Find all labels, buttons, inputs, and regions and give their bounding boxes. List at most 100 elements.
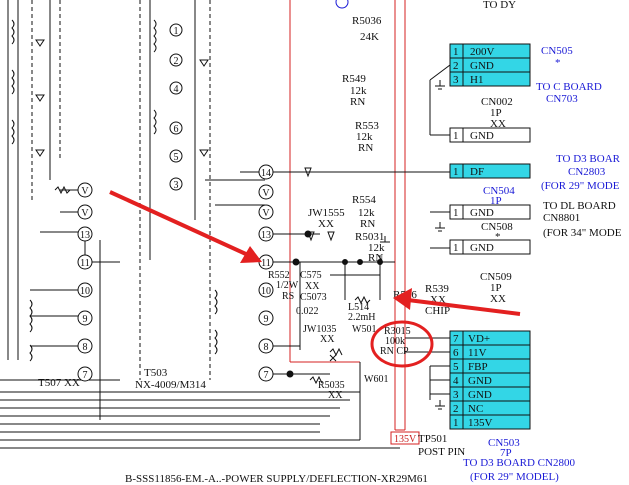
cn505-label-3: H1 [470, 74, 483, 86]
cn503-label-135v: 135V [468, 417, 493, 429]
df-model: (FOR 29" MODE [541, 180, 620, 192]
r5035-label: R5035 [318, 380, 345, 391]
r554-v2: RN [360, 218, 375, 230]
cn504-name: CN504 [483, 185, 515, 197]
cn503-model: (FOR 29" MODEL) [470, 471, 559, 483]
cn509-p: 1P [490, 282, 502, 294]
r549-v2: RN [350, 96, 365, 108]
svg-text:6: 6 [174, 124, 179, 135]
cn509-name: CN509 [480, 271, 512, 283]
svg-text:5: 5 [174, 152, 179, 163]
c5073-label: C5073 [300, 292, 327, 303]
cn505-to: TO C BOARD [536, 81, 602, 93]
t503-part: NX-4009/M314 [135, 379, 206, 391]
svg-text:V: V [81, 208, 89, 219]
svg-text:3: 3 [174, 180, 179, 191]
cn508-star: * [495, 231, 501, 243]
cn508-pin-1: 1 [453, 242, 459, 254]
tp501-voltage: 135V [394, 434, 417, 445]
cn503-pin-4: 4 [453, 375, 459, 387]
svg-text:V: V [262, 188, 270, 199]
r5035-xx: XX [328, 390, 343, 401]
footer-label: B-SSS11856-EM.-A..-POWER SUPPLY/DEFLECTI… [125, 473, 428, 485]
mid-inner-pins: 1 2 4 6 5 3 [169, 23, 183, 191]
mid-pin-column: 14 V V 13 11 10 9 8 7 [258, 164, 274, 382]
svg-text:V: V [262, 208, 270, 219]
c575-label: C575 [300, 270, 322, 281]
annotations [109, 190, 521, 368]
df-label-1: DF [470, 166, 484, 178]
to-dy-label: TO DY [483, 0, 516, 11]
svg-text:9: 9 [264, 314, 269, 325]
marker-circle [335, 0, 349, 9]
r539-chip: CHIP [425, 305, 450, 317]
w601-label: W601 [364, 374, 388, 385]
df-to-cn: CN2803 [568, 166, 606, 178]
svg-text:13: 13 [261, 230, 271, 241]
w501-label: W501 [352, 324, 376, 335]
cn503-p: 7P [500, 447, 512, 459]
cn505-to-cn: CN703 [546, 93, 578, 105]
svg-text:1: 1 [174, 26, 179, 37]
cn503-name: CN503 [488, 437, 520, 449]
arrow-right-shaft [407, 298, 521, 316]
jw1035-label: JW1035 [303, 324, 336, 335]
svg-text:13: 13 [80, 230, 90, 241]
cn503-label-nc: NC [468, 403, 483, 415]
cn504-label-1: GND [470, 207, 494, 219]
cn504-p: 1P [490, 195, 502, 207]
df-to: TO D3 BOAR [556, 153, 621, 165]
cn002-p: 1P [490, 107, 502, 119]
r5031-v1: 12k [368, 242, 385, 254]
svg-text:11: 11 [80, 258, 90, 269]
cn504-model34: (FOR 34" MODE [543, 227, 622, 239]
cn503-label-gnd2: GND [468, 389, 492, 401]
r5031-label: R5031 [355, 231, 384, 243]
cn002-pin-1: 1 [453, 130, 459, 142]
cn505-name: CN505 [541, 45, 573, 57]
cn505-label-2: GND [470, 60, 494, 72]
cn002-xx: XX [490, 118, 506, 130]
r549-label: R549 [342, 73, 366, 85]
df-pin-1: 1 [453, 166, 459, 178]
arrow-left-head [240, 246, 262, 263]
cn503-label-11v: 11V [468, 347, 487, 359]
c575-xx: XX [305, 281, 320, 292]
bottom-labels: T507 XX T503 NX-4009/M314 135V TP501 POS… [38, 367, 465, 485]
black-connector-labels: CN002 1P XX TO DL BOARD CN8801 (FOR 34" … [480, 96, 622, 305]
svg-text:8: 8 [264, 342, 269, 353]
r3015-v1: 100k [385, 336, 405, 347]
cn002-label-1: GND [470, 130, 494, 142]
r539-label: R539 [425, 283, 449, 295]
transformer-t507 [0, 0, 120, 381]
cn508-label-1: GND [470, 242, 494, 254]
wiring [0, 64, 451, 449]
cn504-to-dl-cn: CN8801 [543, 212, 580, 224]
l514-label: L514 [348, 302, 369, 313]
cn505-pin-2: 2 [453, 60, 459, 72]
svg-text:10: 10 [261, 286, 271, 297]
red-bus-lines [289, 0, 406, 431]
cn503-label-vd: VD+ [468, 333, 490, 345]
cn505-pin-3: 3 [453, 74, 459, 86]
svg-text:11: 11 [261, 258, 271, 269]
r3015-label: R3015 [384, 326, 411, 337]
cn503-pin-3: 3 [453, 389, 459, 401]
connector-cn504: 1 GND [449, 204, 531, 220]
tp501-box [390, 431, 420, 445]
cn503-pin-5: 5 [453, 361, 459, 373]
r5036-label: R5036 [352, 15, 382, 27]
connector-cn508: 1 GND [449, 239, 531, 255]
svg-text:V: V [81, 186, 89, 197]
cn503-pin-7: 7 [453, 333, 459, 345]
jw1555-xx: XX [318, 218, 334, 230]
svg-text:7: 7 [264, 370, 269, 381]
r552-v1: 1/2W [276, 280, 299, 291]
jw1555-label: JW1555 [308, 207, 345, 219]
r553-label: R553 [355, 120, 379, 132]
svg-text:2: 2 [174, 56, 179, 67]
cn002-name: CN002 [481, 96, 513, 108]
l514-value: 2.2mH [348, 312, 376, 323]
post-pin-label: POST PIN [418, 446, 465, 458]
